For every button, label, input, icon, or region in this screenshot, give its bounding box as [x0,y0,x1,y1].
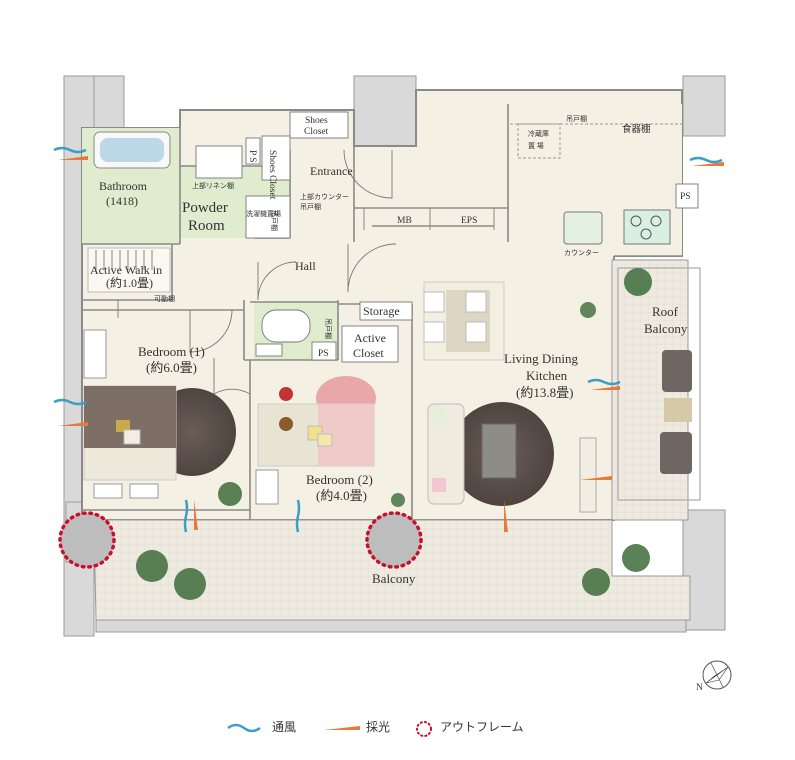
shoes-closet-side-label: Shoes Closet [267,150,277,200]
daylight-legend-icon [324,726,360,730]
walk-in-label: Active Walk in [90,263,162,277]
mb-label: MB [397,216,412,226]
ldk-label: Living Dining [504,351,579,366]
hanging-shelf-small-label: 吊戸棚 [270,210,279,231]
legend: 通風 採光 アウトフレーム [0,712,795,742]
balconies [93,259,701,621]
hall-label: Hall [295,259,316,273]
outframe-left [58,511,116,569]
bathroom-label: Bathroom [99,179,148,193]
entrance-label: Entrance [310,164,353,178]
toilet-shelf-label: 吊戸棚 [324,318,333,339]
bedroom1-size: (約6.0畳) [146,360,197,375]
balcony-label: Balcony [372,571,416,586]
daylight-legend-label: 採光 [366,720,391,734]
bedroom2-size: (約4.0畳) [316,488,367,503]
shoes-closet-top-label: Shoes [305,116,328,126]
ps-top-label: P S [247,150,257,163]
roof-balcony-label: Roof [652,304,679,319]
counter-label: カウンター [564,248,599,257]
bedroom2-label: Bedroom (2) [306,472,373,487]
dish-shelf-label: 食器棚 [622,123,651,135]
washer-place-label: 洗濯機置場 [246,209,281,218]
room-labels: Bathroom (1418) 上部リネン棚 Powder Room 洗濯機置場… [90,114,691,586]
outframe-center [365,511,423,569]
ldk-label-2: Kitchen [526,368,568,383]
powder-room-label-2: Room [188,218,225,234]
compass-north-letter: N [696,683,703,693]
plants [136,268,652,600]
shoes-closet-top-label-2: Closet [304,127,329,137]
kitchen-hanging-shelf-label: 吊戸棚 [566,114,587,123]
fridge-label-2: 置 場 [528,141,544,150]
ventilation-legend-icon [227,723,261,733]
ps-kitchen-label: PS [680,192,691,202]
counter-shelf-label: 上部カウンター [300,192,349,201]
active-closet-label: Active [354,331,386,345]
ventilation-legend-label: 通風 [272,720,297,734]
bathroom-size: (1418) [106,194,138,208]
linen-shelf-label: 上部リネン棚 [192,181,234,190]
fixtures [87,111,699,363]
bedroom1-label: Bedroom (1) [138,344,205,359]
outframe-legend-label: アウトフレーム [440,720,524,734]
storage-label: Storage [363,304,400,318]
eps-label: EPS [461,216,477,226]
movable-shelf-label: 可動棚 [154,294,175,303]
walk-in-size: (約1.0畳) [106,275,153,290]
furniture [83,281,692,513]
ldk-size: (約13.8畳) [516,385,573,400]
fridge-label: 冷蔵庫 [528,129,549,138]
outframe-legend-icon [416,721,432,737]
compass: N [696,660,732,693]
roof-balcony-label-2: Balcony [644,321,688,336]
outframe-markers [58,511,423,569]
ps-toilet-label: PS [318,349,329,359]
airflow-light-markers [53,146,724,533]
powder-room-label: Powder [182,200,228,216]
counter-shelf-label-2: 吊戸棚 [300,202,321,211]
active-closet-label-2: Closet [353,346,384,360]
